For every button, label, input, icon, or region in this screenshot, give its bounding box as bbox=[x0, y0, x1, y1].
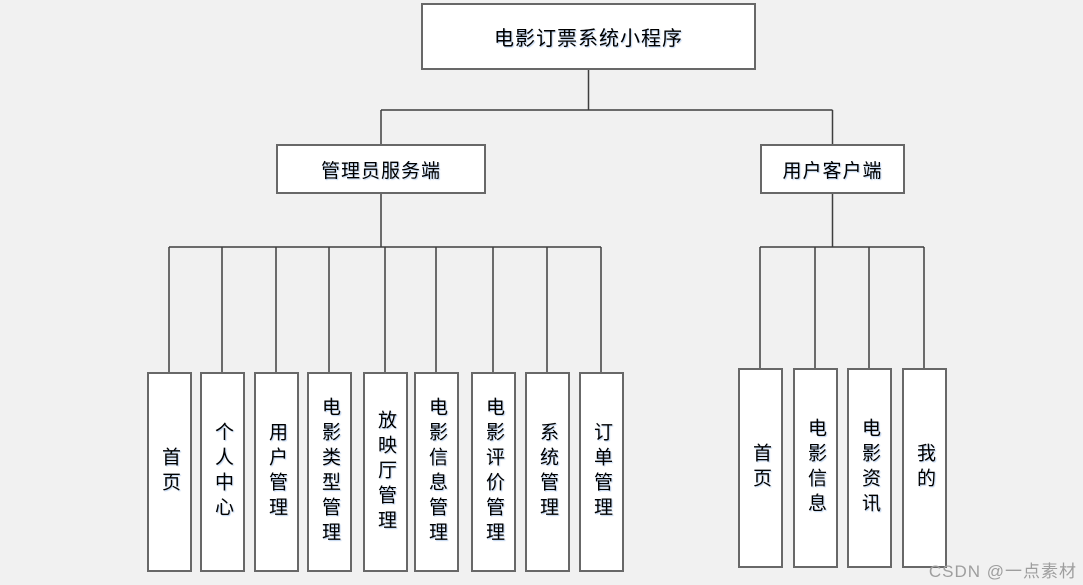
node-admin-movie-info-mgmt: 电影信息管理 bbox=[414, 372, 459, 572]
node-admin-system-mgmt: 系统管理 bbox=[525, 372, 570, 572]
node-admin-personal-center: 个人中心 bbox=[200, 372, 245, 572]
watermark: CSDN @一点素材 bbox=[928, 562, 1077, 581]
node-user-movie-info: 电影信息 bbox=[793, 368, 838, 568]
node-admin-user-mgmt: 用户管理 bbox=[254, 372, 299, 572]
node-admin-movie-type-mgmt: 电影类型管理 bbox=[307, 372, 352, 572]
node-admin-movie-review-mgmt: 电影评价管理 bbox=[471, 372, 516, 572]
node-admin-server: 管理员服务端 bbox=[276, 144, 486, 194]
node-root: 电影订票系统小程序 bbox=[421, 3, 756, 70]
node-user-home: 首页 bbox=[738, 368, 783, 568]
node-user-movie-news: 电影资讯 bbox=[847, 368, 892, 568]
connector-user-leaf-drops bbox=[759, 247, 925, 368]
node-user-mine: 我的 bbox=[902, 368, 947, 568]
node-admin-home: 首页 bbox=[147, 372, 192, 572]
node-user-client: 用户客户端 bbox=[760, 144, 905, 194]
node-admin-screening-hall-mgmt: 放映厅管理 bbox=[363, 372, 408, 572]
node-admin-order-mgmt: 订单管理 bbox=[579, 372, 624, 572]
connector-admin-leaf-drops bbox=[168, 247, 602, 372]
